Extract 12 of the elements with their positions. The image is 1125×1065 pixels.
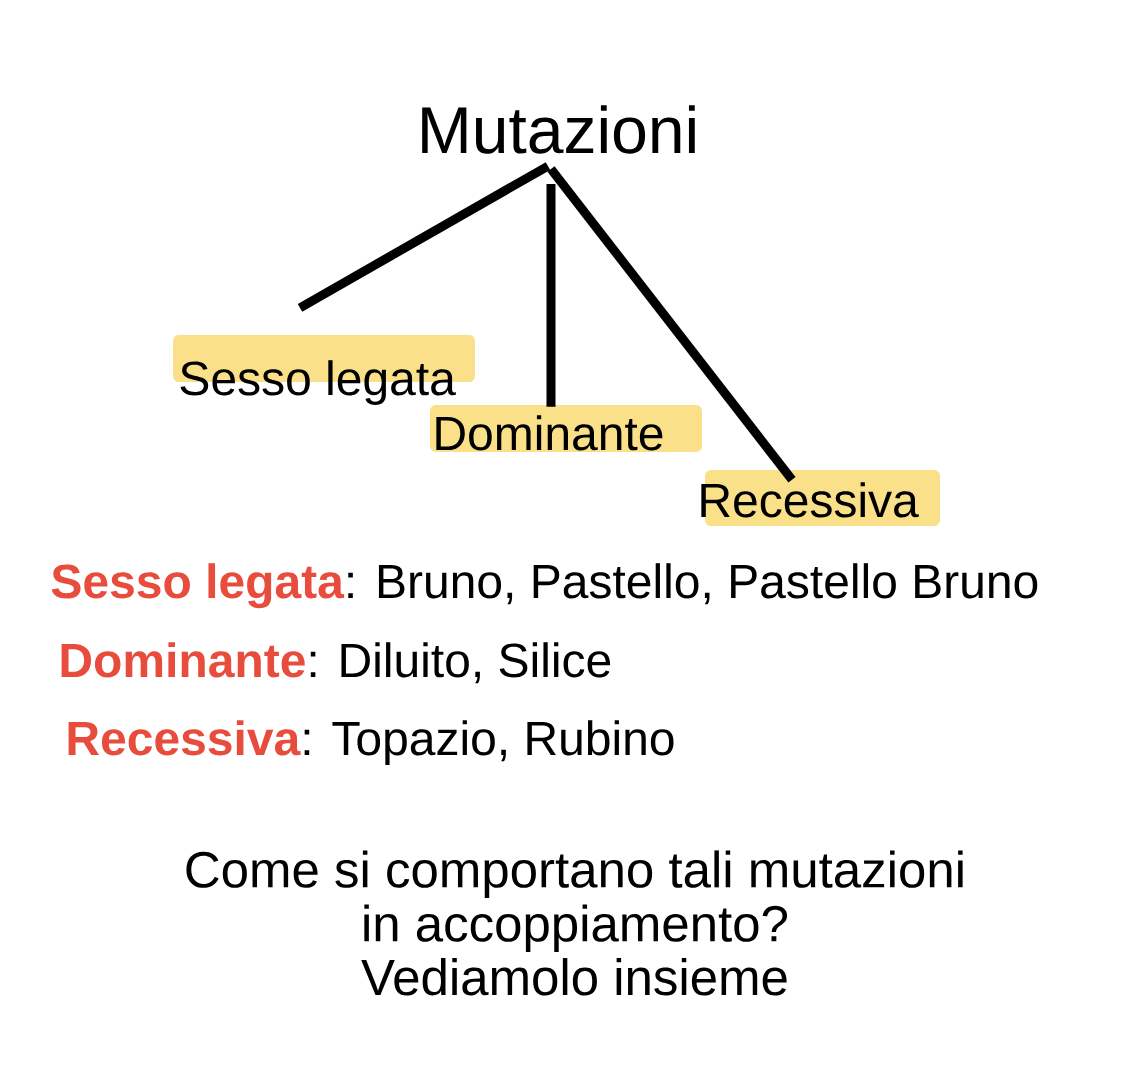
branch-line [546,184,556,407]
question-text: Vediamolo insieme [361,958,787,996]
list-entry: Dominante: Diluito, Silice [61,642,611,684]
branch-line [297,162,551,312]
list-entry: Sesso legata: Bruno, Pastello, Pastello Bruno [51,563,1038,609]
highlighted-label: Sesso legata [173,335,475,405]
highlighted-label: Recessiva [701,470,940,526]
highlighted-label: Dominante [430,405,702,452]
branch-line [547,166,796,483]
list-entry: Recessiva: Topazio, Rubino [68,720,674,765]
question-text: Come si comportano tali mutazioni in accoppiamento? [186,850,963,952]
root-label: Mutazioni [422,105,695,154]
